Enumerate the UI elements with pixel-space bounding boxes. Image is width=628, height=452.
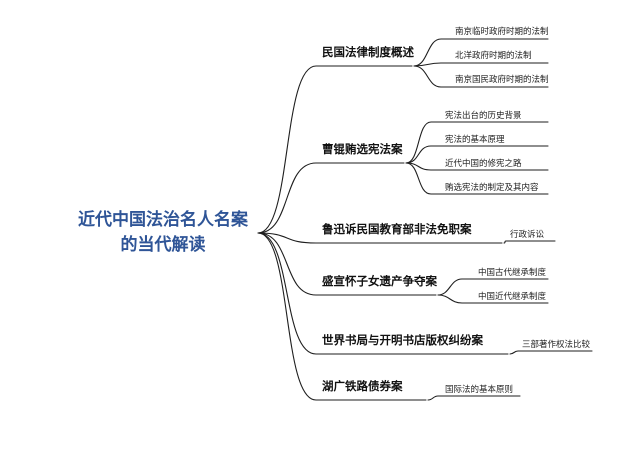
leaf-nanjing-national-gov: 南京国民政府时期的法制 bbox=[455, 75, 549, 85]
leaf-connector-1-1 bbox=[413, 38, 549, 67]
leaf-ancient-inheritance: 中国古代继承制度 bbox=[478, 268, 547, 278]
branch-copyright-dispute: 世界书局与开明书店版权纠纷案 bbox=[322, 333, 483, 347]
leaf-connector-1-3 bbox=[413, 65, 549, 88]
branch-connector-4 bbox=[257, 232, 437, 296]
leaf-modern-inheritance: 中国近代继承制度 bbox=[478, 292, 547, 302]
leaf-constitution-revision: 近代中国的修宪之路 bbox=[445, 159, 522, 169]
leaf-connector-4-1 bbox=[437, 278, 549, 296]
branch-sheng-xuanhuai-case: 盛宣怀子女遗产争夺案 bbox=[322, 274, 437, 288]
branch-connector-1 bbox=[257, 65, 413, 234]
root-title-line-2: 的当代解读 bbox=[120, 235, 206, 255]
branch-lu-xun-case: 鲁迅诉民国教育部非法免职案 bbox=[322, 222, 472, 236]
branch-huguang-railway-bonds: 湖广铁路债券案 bbox=[322, 379, 403, 393]
leaf-beiyang-gov: 北洋政府时期的法制 bbox=[455, 51, 532, 61]
leaf-connector-2-2 bbox=[405, 145, 549, 164]
branch-cao-kun-constitution: 曹锟贿选宪法案 bbox=[322, 142, 403, 156]
branch-connector-2 bbox=[257, 162, 405, 234]
leaf-connector-4-2 bbox=[437, 294, 549, 304]
branch-connector-6 bbox=[257, 232, 427, 401]
leaf-international-law-principles: 国际法的基本原则 bbox=[445, 385, 514, 395]
leaf-connector-2-3 bbox=[405, 162, 549, 171]
leaf-nanjing-provisional-gov: 南京临时政府时期的法制 bbox=[455, 27, 549, 37]
branch-legal-system-overview: 民国法律制度概述 bbox=[322, 45, 414, 59]
branch-connector-5 bbox=[257, 232, 509, 355]
leaf-connector-2-4 bbox=[405, 162, 549, 195]
branch-connector-3 bbox=[257, 232, 503, 244]
leaf-administrative-litigation: 行政诉讼 bbox=[510, 230, 545, 240]
leaf-connector-6-1 bbox=[427, 395, 521, 401]
root-title-line-1: 近代中国法治名人名案 bbox=[78, 210, 248, 230]
leaf-connector-3-1 bbox=[503, 240, 556, 244]
leaf-connector-2-1 bbox=[405, 121, 549, 164]
root-node: 近代中国法治名人名案 的当代解读 bbox=[62, 208, 264, 258]
leaf-constitution-drafting: 贿选宪法的制定及其内容 bbox=[445, 183, 539, 193]
leaf-constitution-principles: 宪法的基本原理 bbox=[445, 135, 505, 145]
leaf-constitution-background: 宪法出台的历史背景 bbox=[445, 111, 522, 121]
leaf-connector-1-2 bbox=[413, 62, 549, 67]
leaf-connector-5-1 bbox=[509, 350, 593, 355]
leaf-copyright-law-comparison: 三部著作权法比较 bbox=[522, 340, 591, 350]
